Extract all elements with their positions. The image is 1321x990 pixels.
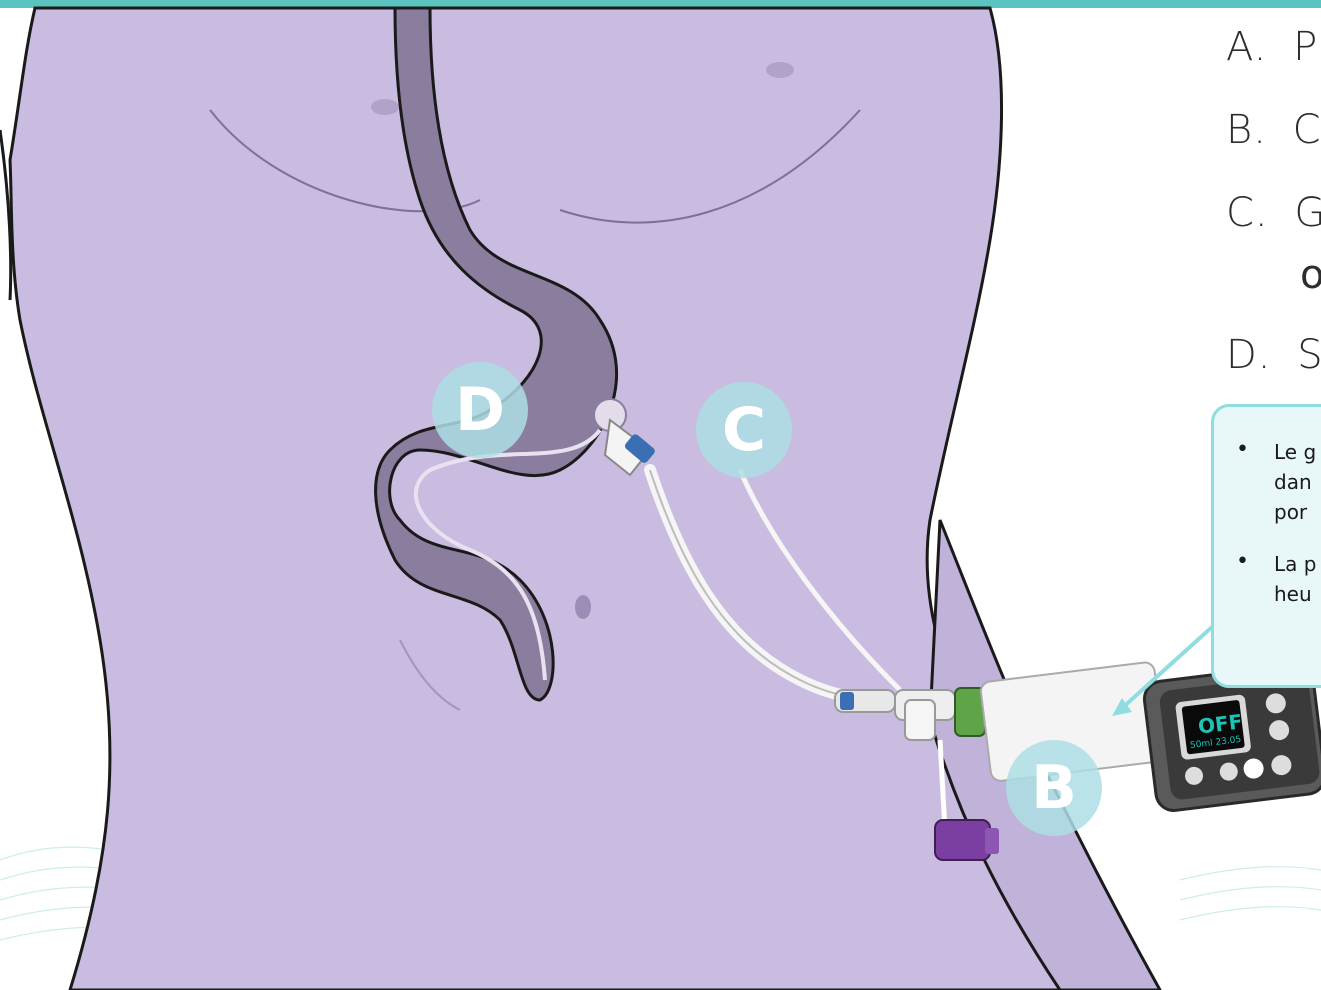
- legend-letter: A.: [1226, 24, 1267, 70]
- legend-item-c-continuation: o: [1300, 252, 1321, 298]
- legend-text: S: [1297, 332, 1321, 378]
- label-d-badge: D: [432, 362, 528, 458]
- legend-item-d: D. S: [1226, 332, 1321, 378]
- legend-item-a: A. P: [1226, 24, 1318, 70]
- legend-item-c: C. G: [1226, 190, 1321, 236]
- legend-letter: B.: [1226, 107, 1267, 153]
- callout-line: por: [1274, 497, 1321, 527]
- info-callout: Le g dan por La p heu: [1211, 404, 1321, 688]
- legend-letter: C.: [1226, 190, 1269, 236]
- legend-text: P: [1293, 24, 1318, 70]
- legend-letter: D.: [1226, 332, 1272, 378]
- label-b-badge: B: [1006, 740, 1102, 836]
- callout-line: La p: [1274, 549, 1321, 579]
- callout-line: heu: [1274, 579, 1321, 609]
- legend-item-b: B. C: [1226, 107, 1321, 153]
- label-c-badge: C: [696, 382, 792, 478]
- callout-line: Le g: [1274, 437, 1321, 467]
- legend-text: G: [1294, 190, 1321, 236]
- callout-bullet-1: Le g dan por: [1274, 437, 1321, 527]
- legend-text: C: [1293, 107, 1321, 153]
- callout-bullet-list: Le g dan por La p heu: [1214, 437, 1321, 609]
- callout-line: dan: [1274, 467, 1321, 497]
- callout-bullet-2: La p heu: [1274, 549, 1321, 609]
